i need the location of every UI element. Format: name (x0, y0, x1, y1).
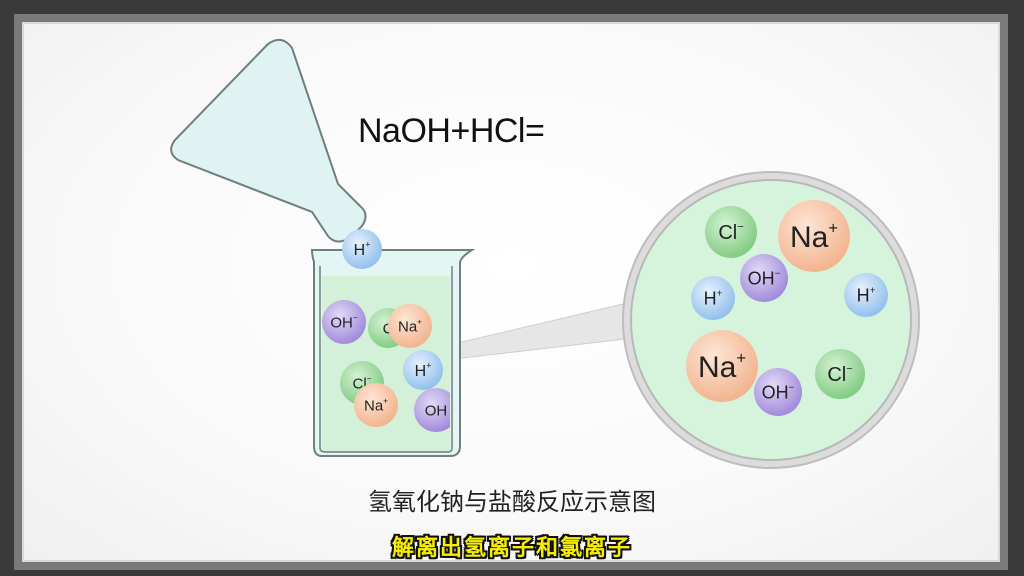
ion-charge: + (383, 397, 388, 406)
ion-charge: − (367, 375, 372, 384)
sodium-ion: Na+ (778, 200, 850, 272)
ion-circle (740, 254, 788, 302)
ion-charge: + (365, 240, 370, 250)
ion-symbol: OH (425, 402, 448, 419)
ion-label: Na+ (790, 219, 838, 254)
ion-circle (388, 304, 432, 348)
ion-symbol: Cl (827, 364, 846, 386)
reaction-equation: NaOH+HCl= (358, 112, 545, 150)
sodium-ion: Na+ (354, 383, 398, 427)
hydrogen-ion: H+ (844, 273, 888, 317)
ion-label: Na+ (398, 318, 422, 336)
ion-symbol: C (383, 320, 394, 337)
ion-circle (691, 276, 735, 320)
ion-symbol: OH (748, 268, 775, 288)
ion-symbol: Na (364, 397, 384, 414)
ion-circle (686, 330, 758, 402)
ion-circle (322, 300, 366, 344)
ion-circle (754, 368, 802, 416)
chloride-ion: Cl− (705, 206, 757, 258)
ion-charge: + (828, 219, 838, 237)
ion-circle (342, 229, 382, 269)
ion-label: OH− (748, 268, 781, 288)
hydroxide-ion: OH− (322, 300, 366, 344)
ion-symbol: H (857, 285, 870, 305)
hydrogen-ion: H+ (342, 229, 382, 269)
ion-symbol: H (354, 242, 366, 259)
video-subtitle: 解离出氢离子和氯离子 (391, 536, 632, 561)
ion-symbol: H (415, 363, 427, 380)
ion-label: H+ (857, 285, 876, 305)
pouring-ion: H+ (342, 229, 382, 269)
flask (170, 38, 367, 243)
diagram-caption: 氢氧化钠与盐酸反应示意图 (368, 488, 656, 516)
ion-label: Na+ (698, 349, 746, 384)
ion-charge: + (736, 349, 746, 367)
ion-circle (705, 206, 757, 258)
ion-label: H+ (354, 240, 371, 259)
ion-symbol: Na (398, 318, 418, 335)
ion-circle (414, 388, 450, 432)
sodium-ion: Na+ (388, 304, 432, 348)
ion-charge: − (353, 314, 358, 323)
ion-circle (354, 383, 398, 427)
ion-label: OH− (330, 314, 358, 332)
ion-charge: − (846, 363, 852, 375)
ion-label: H+ (704, 288, 723, 308)
ion-label: OH− (762, 382, 795, 402)
ion-charge: + (417, 318, 422, 327)
ion-symbol: Na (790, 221, 829, 254)
zoom-ions: Cl−Na+OH−H+H+Na+OH−Cl− (686, 200, 888, 416)
hydroxide-ion: OH− (740, 254, 788, 302)
ion-circle (815, 349, 865, 399)
ion-symbol: Na (698, 351, 737, 384)
ion-charge: + (870, 285, 876, 296)
hydroxide-ion: OH (414, 388, 450, 432)
hydroxide-ion: OH− (754, 368, 802, 416)
ion-label: Cl− (827, 363, 852, 386)
hydrogen-ion: H+ (403, 350, 443, 390)
ion-circle (844, 273, 888, 317)
ion-charge: − (775, 268, 781, 279)
ion-label: OH (425, 402, 448, 419)
ion-circle (403, 350, 443, 390)
ion-charge: + (717, 288, 723, 299)
ion-charge: − (737, 221, 743, 233)
ion-symbol: Cl (718, 222, 737, 244)
ion-label: H+ (415, 361, 432, 380)
ion-charge: − (789, 382, 795, 393)
ion-symbol: H (704, 288, 717, 308)
ion-label: C (383, 320, 394, 337)
chloride-ion: Cl− (815, 349, 865, 399)
hydrogen-ion: H+ (691, 276, 735, 320)
ion-symbol: OH (330, 314, 353, 331)
ion-label: Na+ (364, 397, 388, 415)
ion-circle (778, 200, 850, 272)
ion-symbol: OH (762, 382, 789, 402)
zoom-circle (622, 171, 920, 469)
sodium-ion: Na+ (686, 330, 758, 402)
ion-label: Cl− (718, 221, 743, 244)
ion-charge: + (426, 361, 431, 371)
